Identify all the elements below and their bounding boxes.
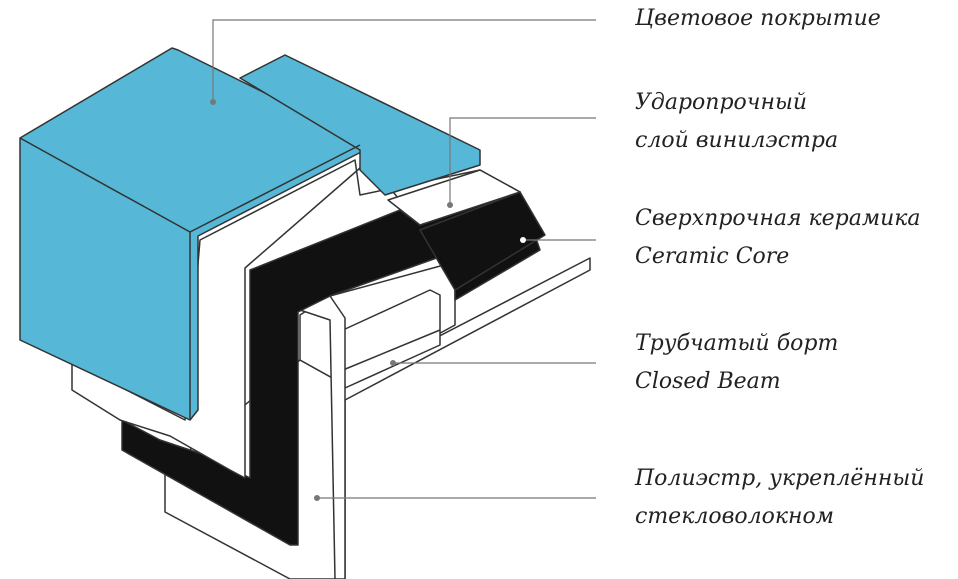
leader-dot-beam xyxy=(390,360,396,366)
leader-dot-ceramic xyxy=(520,237,526,243)
color-coating-edge xyxy=(189,144,361,233)
label-vinylester-line-2: слой винилэстра xyxy=(635,128,839,153)
label-ceramic-core: Сверхпрочная керамика Ceramic Core xyxy=(635,200,921,276)
leader-dot-poly xyxy=(314,495,320,501)
label-vinylester: Ударопрочный слой винилэстра xyxy=(635,84,838,160)
leader-dot-vinyl xyxy=(447,202,453,208)
label-closed-beam: Трубчатый борт Closed Beam xyxy=(635,325,838,401)
color-coating-front-shape xyxy=(19,47,366,421)
leader-dot-color xyxy=(210,99,216,105)
label-ceramic-core-line-2: Ceramic Core xyxy=(635,244,790,269)
label-polyester-line-2: стекловолокном xyxy=(635,504,835,529)
vinylester-strip-shape xyxy=(387,169,521,226)
label-closed-beam-line-1: Трубчатый борт xyxy=(635,331,839,356)
label-color-coating-line-1: Цветовое покрытие xyxy=(635,6,881,31)
color-coating-edge xyxy=(19,137,191,233)
label-closed-beam-line-2: Closed Beam xyxy=(635,369,781,394)
ceramic-strip-shape xyxy=(419,191,546,291)
label-polyester-line-1: Полиэстр, укреплённый xyxy=(635,466,925,491)
label-vinylester-line-1: Ударопрочный xyxy=(635,90,808,115)
leader-line-vinyl xyxy=(449,117,596,205)
color-coating-strip-shape xyxy=(239,54,481,196)
leader-line-color xyxy=(212,19,596,102)
label-color-coating: Цветовое покрытие xyxy=(635,0,881,38)
label-polyester: Полиэстр, укреплённый стекловолокном xyxy=(635,460,924,536)
closed-beam-rib xyxy=(342,329,441,371)
label-ceramic-core-line-1: Сверхпрочная керамика xyxy=(635,206,921,231)
